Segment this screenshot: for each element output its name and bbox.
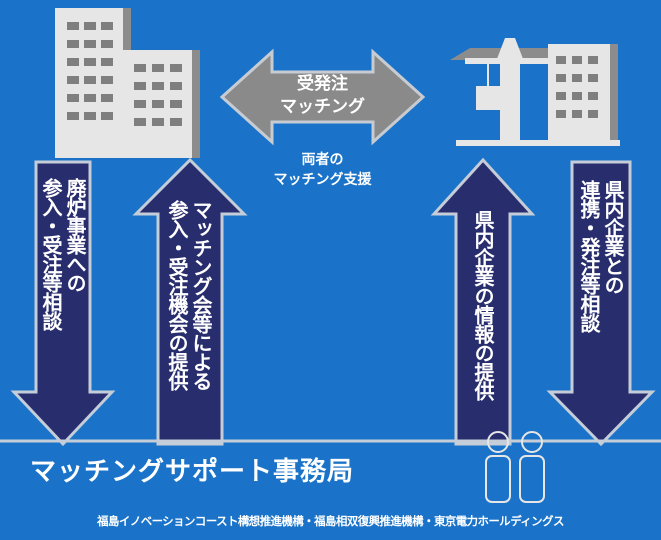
support-caption-line2: マッチング支援 bbox=[273, 172, 372, 188]
exchange-label: 受発注 マッチング bbox=[272, 73, 373, 119]
arrow-center-right-text: 県内企業の情報の提供 bbox=[471, 210, 495, 400]
support-caption-line1: 両者の bbox=[301, 152, 344, 168]
arrow-left-line2: 参入・受注等相談 bbox=[39, 178, 63, 330]
arrow-down-right bbox=[546, 160, 656, 447]
support-caption: 両者の マッチング支援 bbox=[252, 150, 393, 190]
exchange-double-arrow bbox=[219, 48, 426, 146]
organizations-line: 福島イノベーションコースト構想推進機構・福島相双復興推進機構・東京電力ホールディ… bbox=[97, 514, 564, 528]
exchange-label-line2: マッチング bbox=[280, 97, 365, 117]
office-title: マッチングサポート事務局 bbox=[30, 457, 355, 487]
arrow-up-center-left bbox=[132, 157, 248, 446]
arrow-center-left-line1: マッチング会等による bbox=[189, 200, 213, 390]
office-building-icon bbox=[55, 8, 200, 158]
arrow-up-center-right bbox=[430, 157, 536, 446]
arrow-right-line1: 県内企業との bbox=[601, 180, 625, 294]
arrow-left-text: 廃炉事業への参入・受注等相談 bbox=[39, 178, 87, 330]
arrow-center-left-line2: 参入・受注機会の提供 bbox=[165, 200, 189, 390]
arrow-right-line2: 連携・発注等相談 bbox=[577, 180, 601, 332]
people-icon bbox=[485, 431, 545, 503]
arrow-center-right-line1: 県内企業の情報の提供 bbox=[471, 210, 495, 400]
arrow-right-text: 県内企業との連携・発注等相談 bbox=[577, 180, 625, 332]
arrow-left-line1: 廃炉事業への bbox=[63, 178, 87, 292]
exchange-label-line1: 受発注 bbox=[297, 74, 348, 94]
arrow-down-left bbox=[10, 160, 116, 447]
construction-crane-icon bbox=[450, 38, 620, 146]
arrow-center-left-text: マッチング会等による参入・受注機会の提供 bbox=[165, 200, 213, 390]
